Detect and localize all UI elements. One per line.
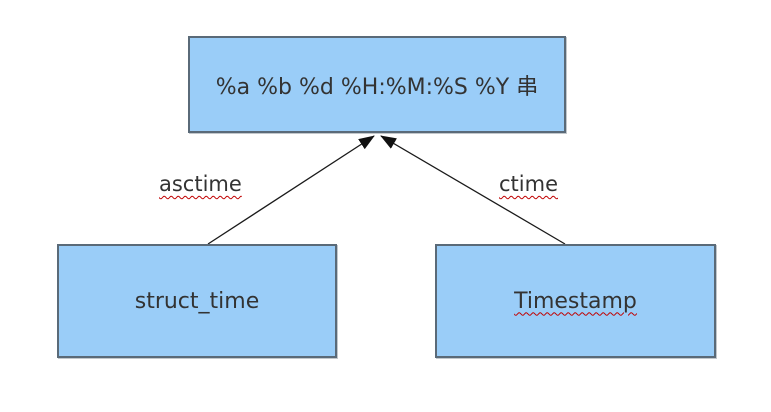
node-timestamp[interactable]: Timestamp <box>435 244 716 358</box>
node-timestamp-label: Timestamp <box>514 288 637 314</box>
node-struct-time[interactable]: struct_time <box>57 244 337 358</box>
node-format-string-label: %a %b %d %H:%M:%S %Y 串 <box>215 74 539 100</box>
edge-label-ctime[interactable]: ctime <box>499 172 558 196</box>
node-format-string[interactable]: %a %b %d %H:%M:%S %Y 串 <box>188 36 566 133</box>
node-struct-time-label: struct_time <box>134 288 260 314</box>
edge-label-asctime[interactable]: asctime <box>159 172 242 196</box>
